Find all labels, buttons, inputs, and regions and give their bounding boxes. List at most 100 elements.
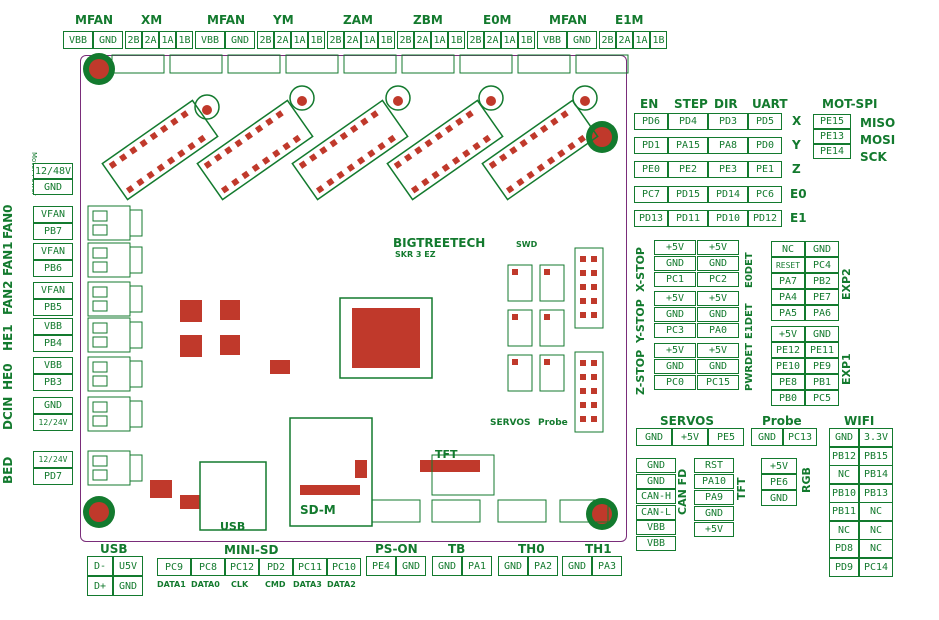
driver-axis-label: Z [792,162,801,176]
wifi-title: WIFI [844,414,875,428]
pin-pad [544,269,550,275]
pin: PA9 [694,490,734,505]
terminal-screw [92,401,108,413]
mini-sd-sub-label: DATA0 [191,580,220,589]
pin: PB15 [859,446,893,466]
capacitor-pad [297,96,307,106]
tft-header [431,454,495,496]
mot-spi-title: MOT-SPI [822,97,878,111]
pin: 1A [633,31,650,49]
top-header-label: YM [273,13,294,27]
pin: VBB [33,318,73,335]
pin: PD0 [748,137,782,154]
pin: PE6 [761,474,797,490]
pin: 1A [501,31,518,49]
pin: PE2 [668,161,708,178]
pin: PE0 [634,161,668,178]
pin: U5V [113,556,143,576]
pin: PD3 [708,113,748,130]
pin: PB4 [33,335,73,352]
pin: 1A [431,31,448,49]
pin: PA4 [771,289,805,305]
stepper-driver [291,99,409,201]
pin-pad [591,284,597,290]
mcu-outline [339,297,433,379]
pin: 2B [257,31,274,49]
board-tft-label: TFT [435,448,458,461]
pin: GND [761,490,797,506]
pin: GND [654,359,696,374]
top-header-label: MFAN [75,13,114,27]
mini-sd-sub-label: DATA3 [293,580,322,589]
terminal-pins [129,246,143,274]
rgb-title: RGB [800,467,813,493]
pin-pad [591,360,597,366]
bottom-header [431,499,481,523]
top-header-label: XM [141,13,163,27]
terminal-pins [129,360,143,388]
top-header-label: ZAM [343,13,373,27]
terminal-screw [92,415,108,427]
pin: 1A [159,31,176,49]
pin: GND [498,556,528,576]
mount-hole-pad [89,59,109,79]
mount-hole-pad [592,504,612,524]
exp-title: EXP1 [840,353,853,385]
pin: +5V [672,428,708,446]
terminal-pins [129,321,143,349]
pin: GND [567,31,597,49]
mini-sd-sub-label: CLK [231,580,249,589]
endstop-left-label: X-STOP [634,247,647,292]
terminal-screw [92,361,108,373]
terminal-screw [92,247,108,259]
board-swd-label: SWD [516,240,538,249]
capacitor-pad [486,96,496,106]
pin: +5V [654,343,696,358]
pin: NC [859,520,893,540]
pin: VFAN [33,243,73,260]
top-header-label: E0M [483,13,512,27]
pin: VBB [636,535,676,551]
pin: PC11 [293,558,327,576]
pin: PD11 [668,210,708,227]
can-title: CAN FD [676,468,689,515]
pin: VFAN [33,282,73,299]
pin: PB14 [859,465,893,484]
pin: PB5 [33,299,73,316]
pin: PD8 [829,539,859,558]
component [355,460,367,478]
pin: PC13 [783,428,817,446]
pin-pad [580,360,586,366]
pin-pad [544,314,550,320]
connector-body [169,54,223,74]
tft-title: TFT [735,477,748,500]
board-servos-label: SERVOS [490,418,531,428]
pin: PC3 [654,323,696,338]
model-label: SKR 3 EZ [395,250,436,259]
terminal-screw [92,469,108,481]
driver-header: UART [752,97,788,111]
pin: 2B [397,31,414,49]
connector-body [111,54,165,74]
terminal-screw [92,455,108,467]
bottom-group-title: TB [448,542,466,556]
terminal-screw [92,261,108,273]
motor-power-pins: 12/48V GND [33,163,73,195]
connector-body [285,54,339,74]
pin: VBB [636,520,676,535]
pin: 1B [378,31,395,49]
pin: GND [636,473,676,489]
pin: GND [697,256,739,271]
driver-header: EN [640,97,659,111]
pin: PC15 [697,375,739,390]
pin: PB3 [33,374,73,391]
pin: PA2 [528,556,558,576]
probe-title: Probe [762,414,802,428]
capacitor-pad [393,96,403,106]
capacitor [289,85,315,111]
component [180,335,202,357]
pin: PA0 [697,323,739,338]
terminal-screw [92,286,108,298]
pin: GND [654,256,696,271]
pin: GND [654,307,696,322]
